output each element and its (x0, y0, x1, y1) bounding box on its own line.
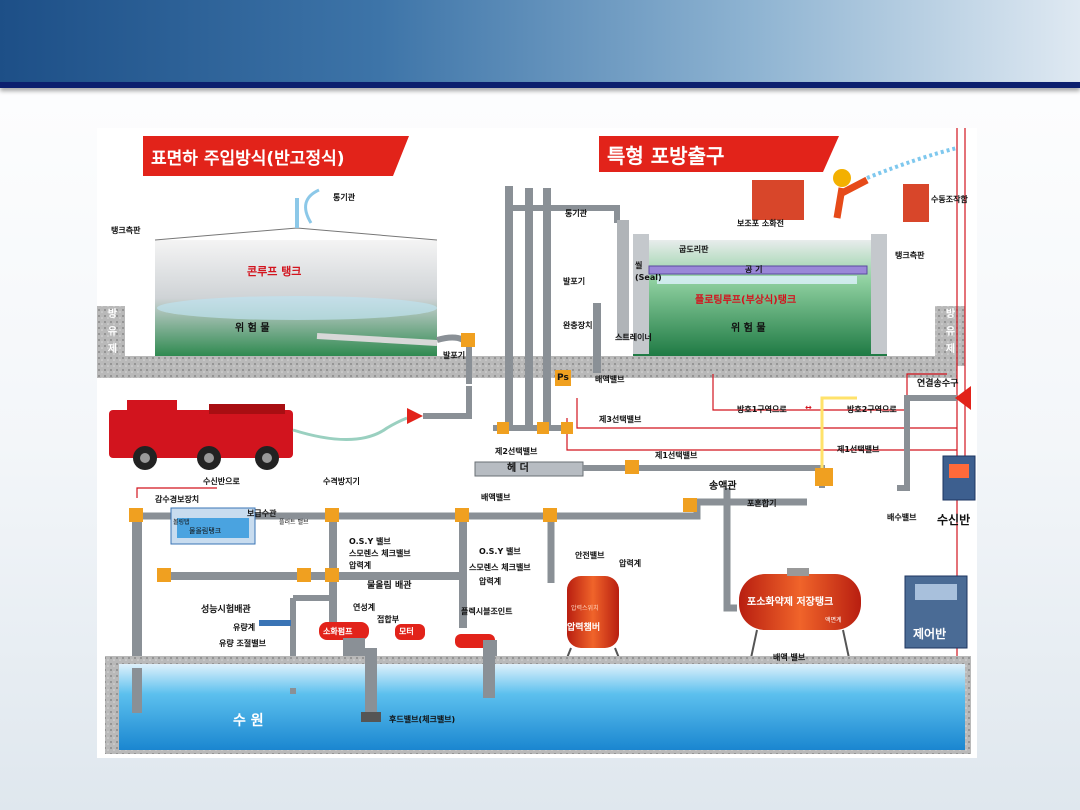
label-gauge2: 압력계 (479, 577, 502, 586)
aux-hydrant-box (752, 180, 804, 220)
label-drain-valve3: 배액밸브 (481, 493, 511, 502)
label-ballcock: 보급수관 (247, 509, 277, 518)
label-liquid-right: 위 험 물 (731, 323, 766, 334)
cone-roof-line (154, 227, 438, 241)
label-side-plate-left: 탱크측판 (111, 226, 141, 235)
label-performance-pipe: 성능시험배관 (201, 605, 251, 615)
label-pump: 소화펌프 (323, 627, 353, 636)
label-small3: 플러트 밸브 (279, 519, 309, 526)
title-left: 표면하 주입방식(반고정식) (151, 149, 345, 169)
label-dike-right: 방 유 제 (943, 308, 954, 355)
label-proportioner: 포혼합기 (747, 499, 777, 508)
connection-inlet-icon (955, 386, 971, 410)
label-foam-maker-right: 발포기 (563, 277, 586, 286)
label-cone-roof-tank: 콘루프 탱크 (247, 265, 302, 278)
floating-roof (648, 265, 868, 275)
label-supply-pipe: 송액관 (709, 481, 737, 492)
label-joint: 접합부 (377, 615, 400, 624)
label-dike-left: 방 유 제 (105, 308, 116, 355)
label-drain-valve4: 배액 밸브 (773, 653, 806, 662)
label-pressure-chamber: 압력챔버 (567, 623, 601, 633)
riser-2 (525, 188, 533, 426)
label-safety-valve: 안전밸브 (575, 551, 605, 560)
title-right: 특형 포방출구 (607, 144, 725, 168)
label-manual-station: 수동조작함 (931, 195, 968, 204)
label-liquid-left: 위 험 물 (235, 323, 270, 334)
header-rule (0, 82, 1080, 88)
title-right-banner (599, 136, 839, 172)
label-flexible: 플렉시블조인트 (461, 607, 513, 616)
label-osy1: O.S.Y 밸브 (349, 537, 391, 546)
label-flow-valve: 유량 조절밸브 (219, 639, 266, 648)
manual-station-box (903, 184, 929, 222)
label-gutter: 굽도리판 (679, 245, 709, 254)
label-priming-pipe: 물올림 배관 (367, 581, 412, 591)
right-dike (935, 306, 965, 366)
label-gauge1: 압력계 (349, 561, 372, 570)
label-control: 제어반 (913, 627, 947, 641)
label-seal: (Seal) (635, 273, 662, 282)
fire-pump (319, 622, 369, 640)
label-aux-hydrant: 보조포 소화전 (737, 219, 784, 228)
header-pipe (474, 461, 584, 477)
label-vent-left: 통기관 (333, 193, 356, 202)
label-check1: 스모렌스 체크밸브 (349, 549, 411, 558)
label-buffer: 완충장치 (563, 321, 593, 330)
label-water-source: 수 원 (233, 713, 264, 729)
label-small1: 볼링탭 (173, 519, 190, 526)
label-flowmeter: 유량계 (233, 623, 256, 632)
label-check2: 스모렌스 체크밸브 (469, 563, 531, 572)
label-gauge3: 압력계 (619, 559, 642, 568)
label-motor: 모터 (399, 627, 414, 636)
riser-1 (505, 186, 513, 426)
pump-motor (395, 624, 425, 640)
label-valve3: 제3선택밸브 (599, 415, 642, 424)
label-side-plate-right: 탱크측판 (895, 251, 925, 260)
label-valve1: 제1선택밸브 (655, 451, 698, 460)
ps-switch (555, 370, 571, 386)
label-valve1b: 제1선택밸브 (837, 445, 880, 454)
label-air: 공 기 (745, 265, 763, 274)
header-banner (0, 0, 1080, 82)
label-foam-maker-left: 발포기 (443, 351, 466, 360)
pressure-chamber (567, 576, 619, 648)
label-foot-valve: 후드밸브(체크밸브) (389, 715, 456, 724)
label-zone1: 방호1구역으로 (737, 405, 787, 414)
label-hammer-arrestor: 수격방지기 (323, 477, 360, 486)
label-foam-tank: 포소화약제 저장탱크 (747, 597, 834, 608)
foot-valve-icon (361, 712, 381, 722)
label-pressure-switch: 압력스위치 (571, 605, 599, 612)
floating-roof-tank-body (633, 240, 887, 356)
title-left-banner (143, 136, 409, 176)
water-source (119, 664, 965, 750)
label-header: 헤 더 (507, 463, 529, 474)
riser-3 (543, 188, 551, 426)
label-valve2: 제2선택밸브 (495, 447, 538, 456)
label-osy2: O.S.Y 밸브 (479, 547, 521, 556)
label-strainer: 스트레이너 (615, 333, 652, 342)
foam-chamber-right (617, 220, 629, 340)
foam-concentrate-tank (739, 574, 861, 630)
fire-hose (292, 416, 408, 442)
label-connection: 연결송수구 (917, 379, 959, 389)
label-receiver: 수신반 (937, 513, 971, 527)
label-seal-kr: 씰 (635, 261, 643, 270)
label-ps: Ps (557, 373, 569, 383)
label-to-receiver: 수신반으로 (203, 477, 240, 486)
label-level-switch: 감수경보장치 (155, 495, 200, 504)
diagram-graphics (97, 128, 976, 754)
label-zone-arrow: ↔ (805, 403, 812, 412)
label-drain-valve2: 배수밸브 (887, 513, 917, 522)
label-zone2: 방호2구역으로 (847, 405, 897, 414)
label-vent-right: 통기관 (565, 209, 588, 218)
label-small2: 물올림탱크 (189, 527, 222, 535)
label-level-gauge: 액면계 (825, 617, 842, 624)
fire-truck (109, 410, 293, 458)
label-drain-valve: 배액밸브 (595, 375, 625, 384)
foam-system-diagram: 표면하 주입방식(반고정식) 특형 포방출구 통기관 탱크측판 콘루프 탱크 위… (97, 128, 977, 758)
left-foam-layer (157, 296, 437, 320)
operator-icon (833, 169, 851, 187)
label-floating-roof-tank: 플로팅루프(부상식)탱크 (695, 295, 797, 306)
label-vacuum-gauge: 연성계 (353, 603, 376, 612)
